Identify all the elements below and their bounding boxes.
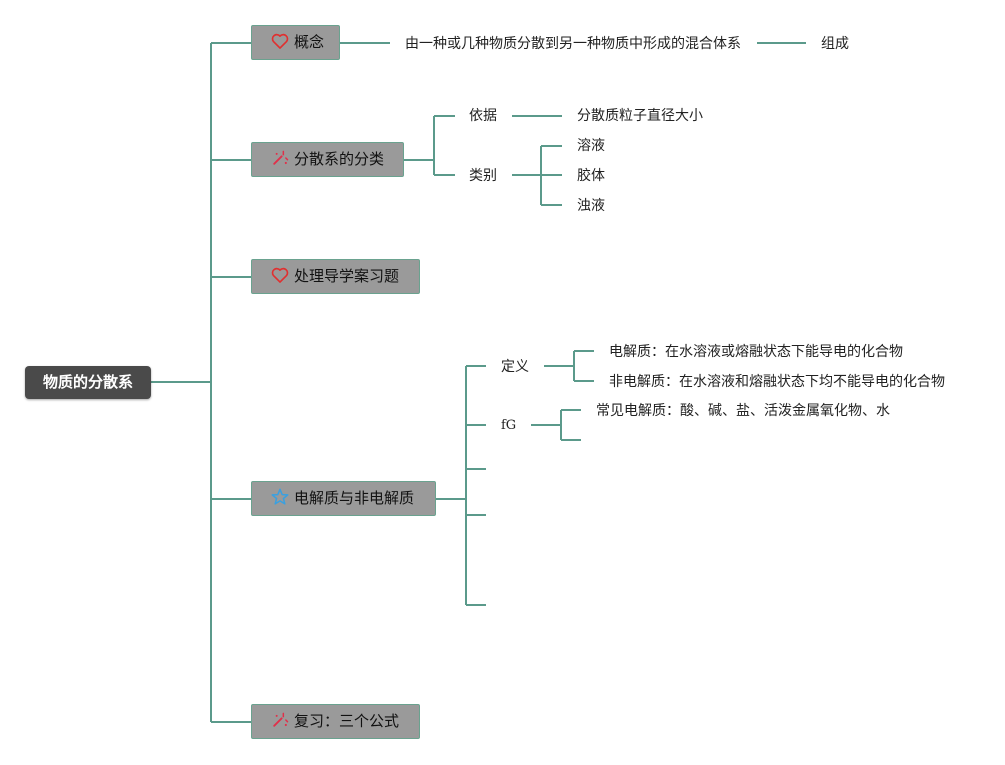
electrolyte-definition[interactable]: 定义 xyxy=(501,359,529,375)
branch-review-label: 复习：三个公式 xyxy=(294,712,400,730)
branch-exercises[interactable]: 处理导学案习题 xyxy=(251,259,420,294)
classification-basis[interactable]: 依据 xyxy=(469,108,497,124)
branch-electrolytes[interactable]: 电解质与非电解质 xyxy=(251,481,436,516)
concept-composition[interactable]: 组成 xyxy=(821,36,849,52)
branch-classification[interactable]: 分散系的分类 xyxy=(251,142,404,177)
basis-particle-diameter[interactable]: 分散质粒子直径大小 xyxy=(577,108,703,124)
branch-exercises-label: 处理导学案习题 xyxy=(294,267,400,285)
branch-electrolytes-label: 电解质与非电解质 xyxy=(294,489,415,507)
category-colloid[interactable]: 胶体 xyxy=(577,168,605,184)
branch-concept[interactable]: 概念 xyxy=(251,25,340,60)
nonelectrolyte-def-text[interactable]: 非电解质：在水溶液和熔融状态下均不能导电的化合物 xyxy=(609,374,945,390)
heart-icon xyxy=(270,265,290,285)
sparkle-wand-icon xyxy=(270,710,290,730)
branch-review[interactable]: 复习：三个公式 xyxy=(251,704,420,739)
sparkle-wand-icon xyxy=(270,148,290,168)
classification-category[interactable]: 类别 xyxy=(469,168,497,184)
root-topic[interactable]: 物质的分散系 xyxy=(25,366,151,399)
common-electrolytes[interactable]: 常见电解质：酸、碱、盐、活泼金属氧化物、水 xyxy=(596,403,890,419)
category-solution[interactable]: 溶液 xyxy=(577,138,605,154)
electrolyte-def-text[interactable]: 电解质：在水溶液或熔融状态下能导电的化合物 xyxy=(609,344,903,360)
category-suspension[interactable]: 浊液 xyxy=(577,198,605,214)
branch-classification-label: 分散系的分类 xyxy=(294,150,385,168)
electrolyte-fg[interactable]: fG xyxy=(501,418,517,433)
star-icon xyxy=(270,487,290,507)
concept-definition[interactable]: 由一种或几种物质分散到另一种物质中形成的混合体系 xyxy=(405,36,741,52)
branch-concept-label: 概念 xyxy=(294,33,325,51)
heart-icon xyxy=(270,31,290,51)
